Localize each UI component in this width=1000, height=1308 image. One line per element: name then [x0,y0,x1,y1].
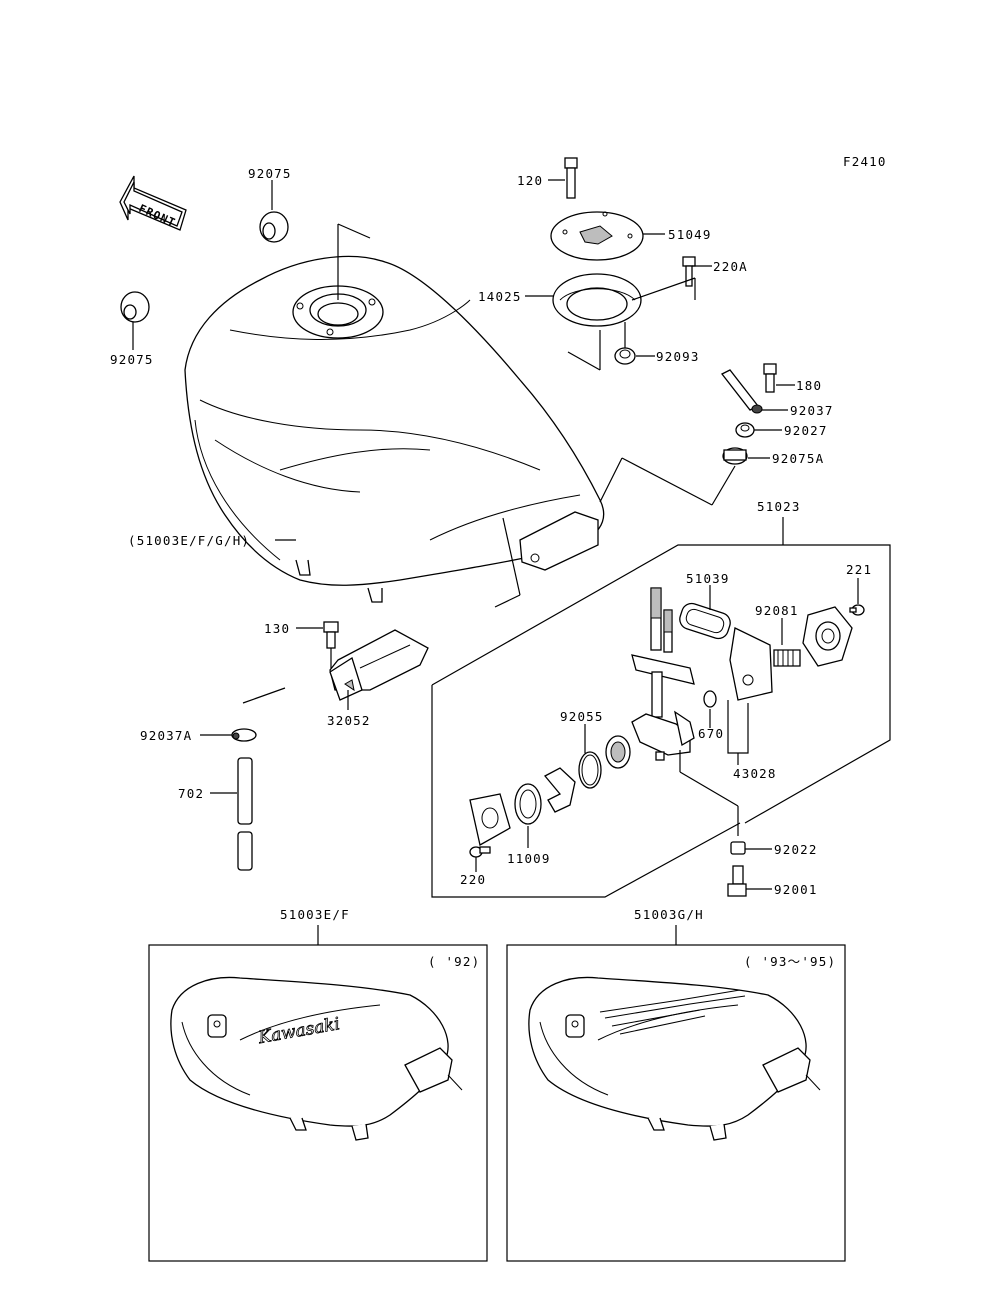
variant-gh-year: ( '93～'95) [744,954,836,969]
label-92075-left: 92075 [110,352,154,367]
clip-92037A [231,728,257,742]
label-51023: 51023 [757,499,801,514]
diaphragm-plate [729,627,773,701]
gasket-92022 [730,841,746,855]
hose-702 [237,757,253,871]
label-92037A: 92037A [140,728,192,743]
label-120: 120 [517,173,543,188]
label-180: 180 [796,378,822,393]
cock-gear [605,735,631,769]
grommet-92075A [722,447,748,465]
cap-base-14025 [552,273,642,327]
label-220A: 220A [713,259,748,274]
cover-plate [469,793,511,846]
bolt-180 [763,363,777,393]
label-92093: 92093 [656,349,700,364]
label-92081: 92081 [755,603,799,618]
label-92075A: 92075A [772,451,824,466]
fuel-cap-51049 [550,211,644,261]
figure-code: F2410 [843,154,887,169]
label-11009: 11009 [507,851,551,866]
variant-ef-year: ( '92) [428,954,480,969]
gasket-51039 [679,602,731,640]
label-221: 221 [846,562,872,577]
tank-variant-ef: Kawasaki [170,976,463,1141]
variant-panel-gh [506,944,846,1262]
bracket-32052 [329,629,429,701]
label-51003gh: 51003G/H [634,907,704,922]
o-ring-670 [703,690,717,708]
rubber-damper-top [259,211,289,243]
label-702: 702 [178,786,204,801]
label-14025: 14025 [478,289,522,304]
o-ring-92055 [578,751,602,789]
label-51003efgh: (51003E/F/G/H) [128,533,250,548]
tank-variant-gh [528,976,821,1141]
label-43028: 43028 [733,766,777,781]
label-220: 220 [460,872,486,887]
collar-92027 [735,422,755,438]
label-92075-top: 92075 [248,166,292,181]
label-32052: 32052 [327,713,371,728]
label-130: 130 [264,621,290,636]
front-arrow-icon: FRONT [119,175,187,231]
spring-92081 [773,649,801,667]
cock-lever [543,767,576,813]
label-51049: 51049 [668,227,712,242]
bolt-120 [564,157,578,199]
fuel-tank [184,255,605,603]
nut-92093 [614,347,636,365]
rubber-damper-left [120,291,150,323]
bracket-pin [721,369,759,411]
gasket-11009 [514,783,542,825]
screw-221 [849,604,865,616]
label-92055: 92055 [560,709,604,724]
label-92037: 92037 [790,403,834,418]
screw-220 [469,846,491,858]
washer-92037 [751,404,763,414]
screw-220A [682,256,696,287]
bolt-130 [323,621,339,649]
fuel-cock-body [631,587,695,761]
label-92001: 92001 [774,882,818,897]
label-51039: 51039 [686,571,730,586]
label-92027: 92027 [784,423,828,438]
label-92022: 92022 [774,842,818,857]
bolt-92001 [727,865,747,897]
variant-panel-ef [148,944,488,1262]
label-51003ef: 51003E/F [280,907,350,922]
cock-lever-plate [802,606,853,667]
label-670: 670 [698,726,724,741]
